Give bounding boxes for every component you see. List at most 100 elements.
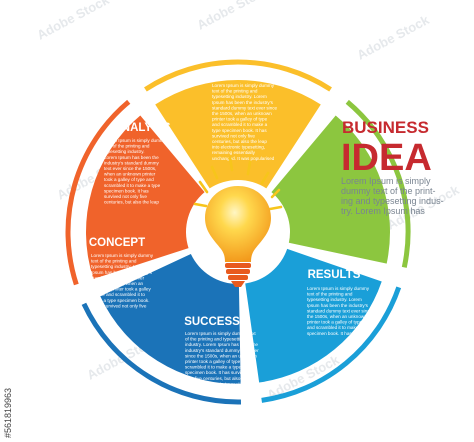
segment-body-line: of type and scrambled it to [91,292,145,297]
segment-body-line: took a galley of type and [104,177,154,182]
segment-title-strategy: STRATEGY [207,68,269,80]
segment-body-line: into electronic typesetting, [212,145,265,150]
light-ray [210,165,219,180]
segment-body-line: scrambled it to make a type [185,365,242,370]
segment-body-line: standard dummy text ever [91,275,145,280]
side-body-line: ing and typesetting indus- [341,196,444,206]
segment-body-line: specimen book. It has [104,188,149,193]
bulb-tip [231,281,245,287]
segment-body-line: printer took a galley of type [212,117,268,122]
segment-body-line: centuries, but also the leap [104,200,159,205]
segment-body-line: typesetting industry. Lorem [307,297,362,302]
segment-body-line: since the 1500s, when an [91,281,144,286]
segment-body-line: scrambled it to make a type [104,183,161,188]
side-title-line1: BUSINESS [342,118,429,137]
segment-body-line: standard dummy text ever since [307,308,373,313]
segment-body-line: Lorem Ipsum is simply dummy [307,286,370,291]
segment-body-line: Ipsum has been the industry's [307,303,369,308]
light-ray [193,202,208,208]
segment-body-line: Ipsum has been the industry's [91,270,153,275]
lightbulb-icon [193,156,283,287]
segment-concept [100,253,241,384]
watermark-text: Adobe Stock [194,0,272,33]
side-body-line: Lorem Ipsum is simply [341,176,431,186]
segment-body-line: text of the printing and [212,89,258,94]
segment-body-line: survived not only five [212,133,255,138]
ring-arc-concept [81,302,242,405]
segment-body-line: typesetting industry. [104,149,145,154]
ring-arc-results [345,99,411,268]
light-ray [260,171,270,185]
ring-arc-strategy [144,59,332,92]
light-ray [270,188,281,199]
segment-body-line: industry's standard dummy [104,160,159,165]
segment-body-line: the 1500s, when an unknown [212,111,272,116]
segment-body-line: Lorem Ipsum is simply dummy [212,83,275,88]
segment-strategy [155,79,321,189]
segment-success [245,248,382,383]
segment-body-line: survived not only five [104,194,147,199]
segment-body-line: make a type specimen book. [91,298,149,303]
segment-body-line: leap into electronic typesetting, [185,381,248,386]
segment-title-concept: CONCEPT [89,237,145,249]
segment-body-line: only five centuries, but also the [185,376,249,381]
light-ray [228,156,234,172]
segment-body-line: when an unknown printer [104,172,156,177]
segment-body-line: printer took a galley of type [307,320,363,325]
segment-analysis [85,115,205,279]
stock-id-text: #561819963 [3,388,13,438]
segment-title-analysis: ANALYSIS [113,122,170,134]
segment-body-line: printer took a galley of type and [185,359,250,364]
segment-body-line: unknown printer took a galley [91,287,151,292]
outer-ring [65,59,411,405]
segment-body-line: industry. Lorem Ipsum has been the [185,342,258,347]
ring-arc-success [261,286,402,403]
segment-body-line: and scrambled it to make a type [307,325,373,330]
ring-arc-analysis [65,99,131,286]
segment-body-line: text of the printing and [307,292,353,297]
segment-body-line: Lorem Ipsum has been the [104,155,159,160]
segment-body-line: typesetting industry. Lorem [91,264,146,269]
watermark-text: Adobe Stock [34,0,112,43]
stock-id-label: #561819963 [3,388,13,438]
segment-body-line: type specimen book. It has [212,128,267,133]
segment-body-line: the 1500s, when an unknown [307,314,367,319]
segment-body-line: specimen book. It has survived [307,331,371,336]
segment-body-line: remaining essentially [212,150,256,155]
segment-body-line: and scrambled it to make a [212,122,268,127]
segment-results [271,115,390,264]
segment-body-line: standard dummy text ever since [212,105,278,110]
segment-body-line: typesetting industry. Lorem [212,94,267,99]
side-body-line: dummy text of the print- [341,186,436,196]
segment-body-line: remaining essentially [185,387,229,392]
bulb-base-ring [226,269,250,274]
side-body-line: try. Lorem Ipsum has [341,206,425,216]
segment-body-line: Lorem Ipsum is simply dummy text [185,331,256,336]
segment-title-results: RESULTS [308,269,361,281]
light-ray [268,205,283,211]
bulb-glass [205,186,271,262]
segment-body-line: text of the printing and [104,144,150,149]
segment-body-line: of the printing and typesetting [185,337,246,342]
light-ray [246,160,252,176]
segment-body-line: text ever since the 1500s, [104,166,156,171]
segment-body-line: specimen book. It has survived not [185,370,256,375]
segment-body-line: centuries, but also the leap [212,139,267,144]
light-ray [198,180,209,194]
segment-title-success: SUCCESS [184,316,240,328]
segment-body-line: Lorem Ipsum is simply dummy [104,138,167,143]
business-idea-panel: BUSINESS IDEA Lorem Ipsum is simplydummy… [341,118,444,216]
segment-body-line: industry's standard dummy text ever [185,348,259,353]
side-title-line2: IDEA [341,137,432,179]
segment-body-line: Lorem Ipsum is simply dummy [91,253,154,258]
bulb-base-ring [228,275,248,280]
segment-body-line: unchanged. It was popularised [212,156,275,161]
segment-body-line: text of the printing and [91,259,137,264]
bulb-base-ring [225,263,251,268]
segment-body-line: It has survived not only five [91,303,147,308]
segment-body-line: since the 1500s, when an unknown [185,353,257,358]
watermark-text: Adobe Stock [354,12,432,63]
segment-body-line: Ipsum has been the industry's [212,100,274,105]
